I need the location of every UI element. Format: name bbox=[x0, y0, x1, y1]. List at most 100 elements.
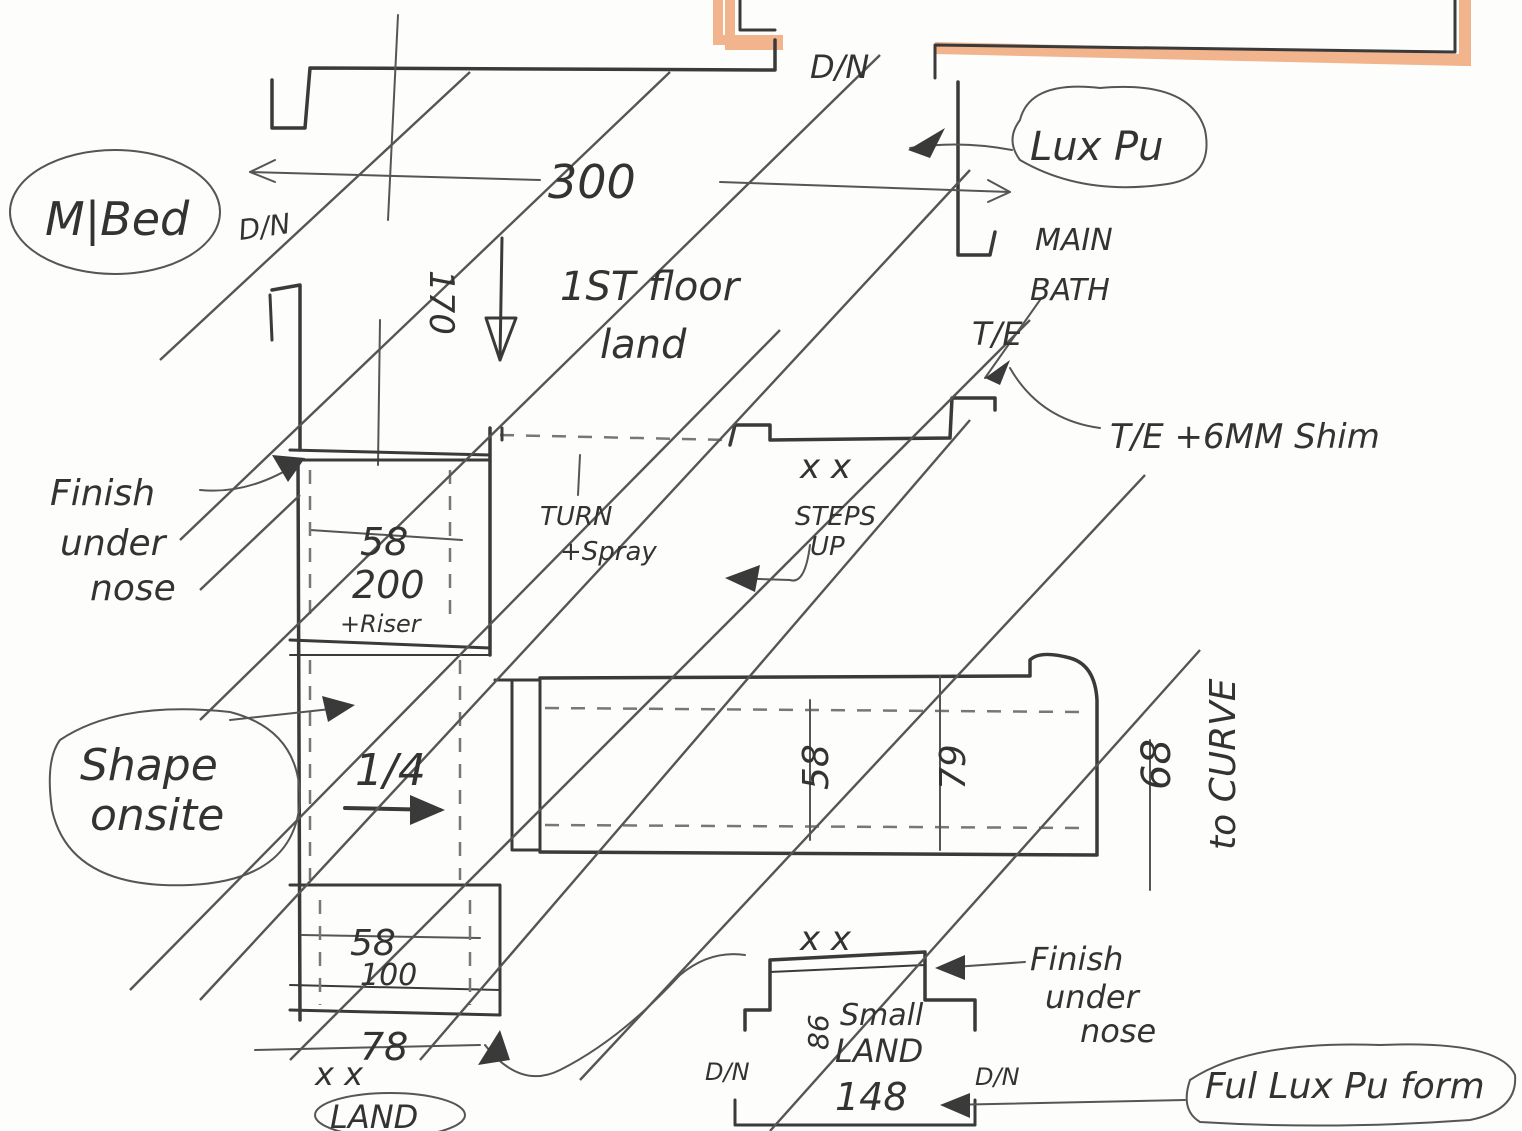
label-to-curve: to CURVE bbox=[1203, 678, 1244, 850]
landing-left-wall bbox=[270, 283, 302, 452]
label-dim-148: 148 bbox=[835, 1075, 908, 1119]
label-te-shim: T/E +6MM Shim bbox=[1110, 417, 1380, 457]
steps-up-arrowhead bbox=[725, 565, 760, 592]
label-up: UP bbox=[810, 532, 845, 562]
dim-300-arrow-right bbox=[987, 179, 1011, 203]
center-line-top bbox=[387, 14, 399, 221]
te-shim-leader bbox=[1009, 367, 1101, 429]
dim-78-line bbox=[254, 1044, 481, 1051]
long-landing-dash-bottom bbox=[544, 823, 1081, 830]
landing-left-tick bbox=[268, 293, 274, 342]
lux-pu-arrowhead bbox=[908, 128, 945, 158]
label-finish-b2: under bbox=[1045, 978, 1141, 1016]
full-lux-arrowhead bbox=[940, 1093, 970, 1118]
label-finish-b1: Finish bbox=[1030, 940, 1123, 978]
steps-up-leader bbox=[729, 544, 811, 582]
label-mbed: M|Bed bbox=[45, 192, 190, 247]
label-bath: BATH bbox=[1030, 273, 1110, 308]
label-xx-top: x x bbox=[799, 447, 852, 487]
stair-tread-2 bbox=[288, 638, 492, 650]
label-turn: TURN bbox=[540, 502, 612, 532]
label-dim-58-low: 58 bbox=[350, 923, 396, 964]
crosshatch-lines bbox=[129, 54, 1201, 1131]
label-spray: +Spray bbox=[560, 537, 657, 567]
label-full-lux: Ful Lux Pu form bbox=[1205, 1066, 1485, 1107]
label-onsite: onsite bbox=[90, 790, 224, 841]
stair-low-dashes bbox=[318, 900, 472, 1005]
label-finish-2: under bbox=[60, 523, 168, 564]
label-dim-58-top: 58 bbox=[360, 520, 408, 564]
dim-58-top-line bbox=[309, 529, 463, 541]
mbed-bubble bbox=[9, 149, 221, 275]
shape-onsite-leader bbox=[229, 707, 341, 721]
te-arrowhead bbox=[985, 360, 1010, 385]
label-dim-170: 170 bbox=[421, 270, 461, 335]
label-finish-3: nose bbox=[90, 568, 176, 609]
small-landing-bottom bbox=[733, 1098, 977, 1127]
label-dn-bottom-right: D/N bbox=[975, 1063, 1020, 1091]
long-landing-dash-top bbox=[544, 706, 1081, 714]
label-quarter: 1/4 bbox=[355, 745, 426, 796]
label-dim-68: 68 bbox=[1134, 739, 1180, 790]
label-dim-58-mid: 58 bbox=[796, 744, 837, 790]
floor-edge-dashed bbox=[499, 433, 731, 442]
full-lux-leader bbox=[944, 1099, 1186, 1106]
shape-onsite-arrowhead bbox=[322, 696, 355, 722]
lux-pu-bubble bbox=[1011, 85, 1208, 189]
label-lux-pu: Lux Pu bbox=[1030, 124, 1164, 170]
label-land: LAND bbox=[330, 1098, 418, 1131]
highlight-box-right bbox=[934, 0, 1471, 67]
label-small-land: LAND bbox=[835, 1032, 923, 1070]
label-dim-78: 78 bbox=[360, 1025, 408, 1069]
label-dim-300: 300 bbox=[548, 155, 636, 209]
label-te: T/E bbox=[972, 315, 1023, 353]
label-finish-1: Finish bbox=[50, 473, 155, 514]
dim-300-line-left bbox=[249, 171, 541, 181]
label-xx-bottom: x x bbox=[799, 919, 852, 959]
landing-right-wall bbox=[956, 80, 997, 257]
dim-58-low-line bbox=[301, 934, 481, 939]
stair-bottom-nose bbox=[289, 984, 501, 991]
shape-onsite-bubble bbox=[48, 708, 302, 887]
highlight-box-left bbox=[713, 0, 783, 50]
label-first-floor-land: land bbox=[600, 322, 687, 368]
label-dim-100: 100 bbox=[360, 958, 417, 993]
highlight-box-inner-right bbox=[933, 0, 1457, 80]
highlight-box-inner-left bbox=[738, 0, 777, 32]
dim-170-arrow-line bbox=[498, 236, 504, 362]
label-first-floor: 1ST floor bbox=[560, 264, 742, 310]
label-small: Small bbox=[840, 998, 924, 1033]
finish-nose-arrowhead bbox=[272, 455, 305, 482]
dim-170-arrowhead bbox=[484, 316, 518, 362]
land-arrowhead bbox=[478, 1030, 510, 1065]
stair-tread-top bbox=[288, 448, 492, 462]
land-curve-leader bbox=[484, 953, 746, 1078]
label-riser: +Riser bbox=[340, 610, 423, 638]
center-line-mid bbox=[377, 319, 381, 466]
finish-nose-b-arrowhead bbox=[935, 955, 965, 980]
stair-mid-dashes bbox=[308, 660, 462, 880]
label-dn-bottom-left: D/N bbox=[705, 1058, 750, 1086]
stair-left-wall bbox=[296, 458, 302, 1022]
small-landing-outline bbox=[743, 950, 977, 1032]
winder-post bbox=[493, 678, 542, 852]
label-dim-200: 200 bbox=[352, 563, 425, 607]
label-dim-86: 86 bbox=[802, 1014, 835, 1050]
stair-bottom bbox=[288, 1008, 502, 1017]
stair-tread-3 bbox=[288, 883, 502, 1017]
label-main: MAIN bbox=[1035, 223, 1113, 258]
label-shape: Shape bbox=[80, 740, 218, 791]
land-bubble bbox=[314, 1092, 466, 1131]
long-landing-outline bbox=[538, 652, 1099, 857]
landing-top-wall bbox=[270, 38, 777, 130]
full-lux-bubble bbox=[1185, 1043, 1517, 1127]
dim-300-arrow-left bbox=[249, 159, 276, 183]
small-landing-nose bbox=[769, 964, 926, 973]
floor-edge-step bbox=[728, 396, 997, 447]
label-xx-left: x x bbox=[314, 1055, 364, 1093]
quarter-arrowhead bbox=[410, 795, 445, 825]
label-finish-b3: nose bbox=[1080, 1012, 1156, 1050]
label-dim-79: 79 bbox=[933, 744, 974, 790]
